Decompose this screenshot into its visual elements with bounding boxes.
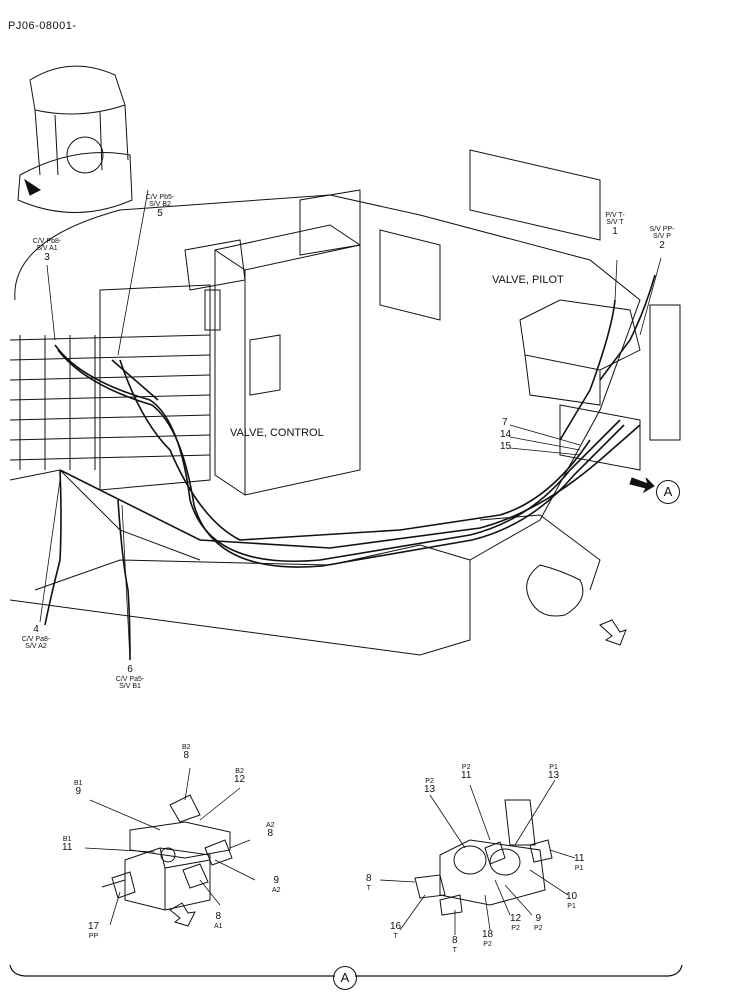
callout-sub: P1 [549, 764, 558, 771]
callout-5: C/V Pb5- S/V B2 5 [142, 194, 178, 219]
callout-num: 11 [62, 842, 73, 854]
callout-sub: A2 [266, 822, 275, 829]
callout-1: P/V T- S/V T 1 [600, 212, 630, 237]
detail-right-callout: 11 P1 [574, 853, 585, 872]
callout-7: 7 [502, 417, 508, 428]
detail-right-callout: 10 P1 [566, 891, 578, 910]
callout-num: 9 [535, 913, 542, 924]
detail-right-callout: P1 13 [548, 764, 559, 782]
callout-6-text: C/V Pa5- S/V B1 [115, 675, 145, 690]
footer-view-marker-a: A [333, 966, 357, 990]
detail-left-callout: 17 PP [88, 921, 100, 940]
callout-sub: B2 [235, 768, 244, 775]
callout-num: 8 [183, 750, 190, 762]
callout-6: 6 C/V Pa5- S/V B1 [110, 664, 150, 690]
callout-sub: P1 [567, 902, 576, 910]
callout-num: 17 [88, 921, 100, 932]
footer-bracket [9, 964, 683, 977]
callout-num: 12 [510, 913, 522, 924]
detail-left-callout: A2 8 [266, 822, 275, 840]
hose-harness [44, 274, 656, 661]
callout-sub: PP [88, 932, 99, 940]
callout-num: 16 [390, 921, 402, 932]
callout-sub: P2 [483, 940, 492, 948]
callout-num: 8 [452, 935, 458, 946]
callout-num: 18 [482, 929, 494, 940]
detail-left-callout: B1 11 [62, 836, 72, 854]
valve-sections [9, 334, 211, 470]
callout-sub: P2 [461, 764, 471, 771]
callout-2-text: S/V PP- S/V P [649, 226, 675, 241]
callout-sub: P2 [534, 924, 543, 932]
callout-sub: A1 [214, 922, 223, 930]
detail-right-callout: 8 T [366, 873, 372, 892]
callout-num: 8 [366, 873, 372, 884]
cab-thumbnail [17, 65, 133, 213]
callout-num: 9 [273, 875, 280, 886]
view-arrow-a [629, 477, 655, 494]
callout-5-num: 5 [157, 207, 163, 219]
hatched-arrow [599, 619, 627, 646]
callout-num: 13 [424, 784, 436, 796]
callout-sub: P2 [425, 778, 434, 785]
detail-left-callout: 8 A1 [214, 911, 223, 930]
callout-num: 8 [267, 828, 274, 840]
callout-sub: B1 [62, 836, 72, 843]
leader-lines [39, 189, 662, 661]
detail-right-callout: P2 13 [424, 778, 435, 796]
callout-4: 4 C/V Pa8- S/V A2 [16, 624, 56, 650]
callout-num: 10 [566, 891, 578, 902]
detail-left-callout: B2 12 [234, 768, 245, 786]
detail-right-callout: 16 T [390, 921, 402, 940]
callout-sub: P1 [574, 864, 584, 872]
callout-3-text: C/V Pb8- S/V A1 [32, 238, 62, 253]
callout-4-num: 4 [33, 624, 39, 635]
callout-num: 11 [461, 770, 472, 782]
detail-right-callout: P2 11 [461, 764, 471, 782]
detail-left-callout: B2 8 [182, 744, 191, 762]
control-valve-body [99, 224, 361, 496]
callout-sub: P2 [511, 924, 520, 932]
callout-2-num: 2 [659, 239, 665, 251]
callout-3-num: 3 [44, 251, 50, 263]
callout-1-num: 1 [612, 225, 618, 237]
callout-5-text: C/V Pb5- S/V B2 [145, 194, 175, 209]
callout-14: 14 [500, 429, 512, 440]
label-valve-control: VALVE, CONTROL [230, 427, 324, 439]
label-valve-pilot: VALVE, PILOT [492, 274, 564, 286]
callout-2: S/V PP- S/V P 2 [644, 226, 680, 251]
callout-sub: T [452, 946, 457, 954]
pilot-valve-body [519, 299, 681, 471]
view-marker-a: A [656, 480, 680, 504]
callout-sub: B2 [182, 744, 191, 751]
detail-right-callout: 8 T [452, 935, 458, 954]
callout-15: 15 [500, 441, 512, 452]
detail-right-valve [379, 779, 576, 935]
detail-left-valve [84, 767, 256, 927]
callout-sub: T [393, 932, 398, 940]
callout-sub: T [366, 884, 371, 892]
callout-6-num: 6 [127, 664, 133, 675]
callout-num: 11 [574, 853, 585, 864]
callout-num: 13 [548, 770, 560, 782]
callout-1-text: P/V T- S/V T [605, 212, 625, 227]
callout-num: 8 [215, 911, 222, 922]
callout-num: 9 [75, 786, 82, 798]
callout-3: C/V Pb8- S/V A1 3 [28, 238, 66, 263]
callout-4-text: C/V Pa8- S/V A2 [21, 635, 51, 650]
callout-sub: B1 [74, 780, 83, 787]
detail-right-callout: 12 P2 [510, 913, 522, 932]
detail-left-callout: B1 9 [74, 780, 83, 798]
callout-sub: A2 [272, 886, 281, 894]
detail-left-callout: 9 A2 [272, 875, 281, 894]
document-code: PJ06-08001- [8, 20, 77, 32]
callout-num: 12 [234, 774, 246, 786]
detail-right-callout: 18 P2 [482, 929, 494, 948]
detail-right-callout: 9 P2 [534, 913, 543, 932]
